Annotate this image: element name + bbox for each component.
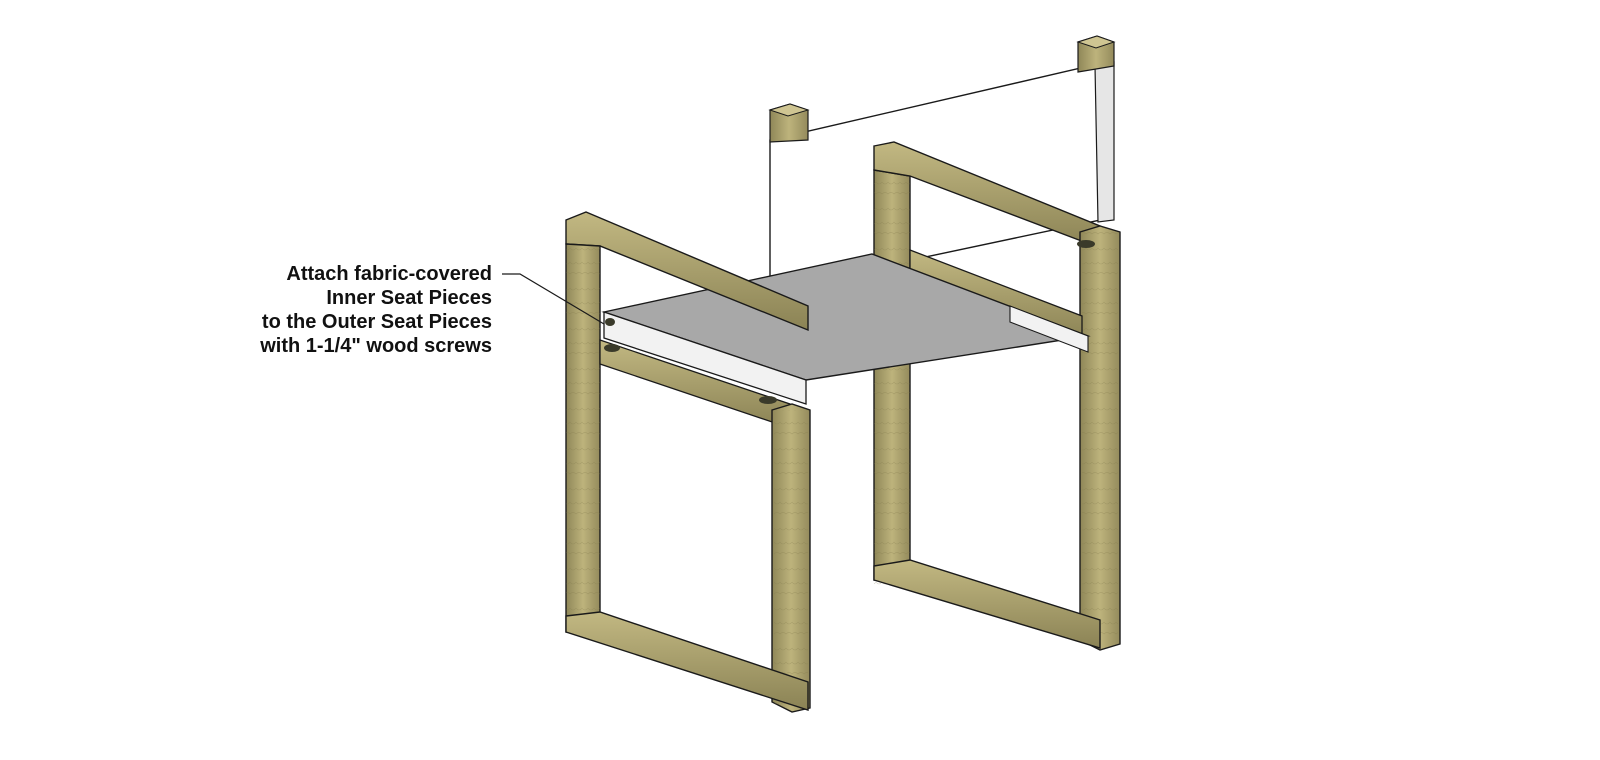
back-post-left xyxy=(768,103,810,143)
annotation-callout: Attach fabric-covered Inner Seat Pieces … xyxy=(200,262,492,358)
back-post-right xyxy=(1076,35,1116,73)
left-side-frame xyxy=(565,211,811,713)
callout-leader-line xyxy=(502,273,605,325)
annotation-line-3: to the Outer Seat Pieces xyxy=(261,311,492,333)
annotation-line-4: with 1-1/4" wood screws xyxy=(260,335,492,357)
annotation-line-1: Attach fabric-covered xyxy=(286,263,492,285)
annotation-line-2: Inner Seat Pieces xyxy=(326,287,492,309)
inner-seat-piece xyxy=(603,305,1089,405)
